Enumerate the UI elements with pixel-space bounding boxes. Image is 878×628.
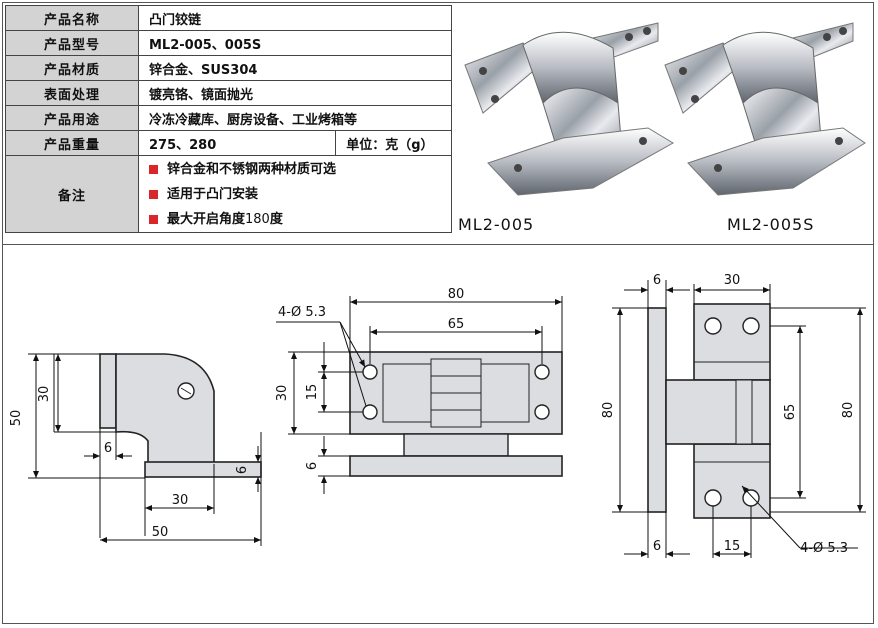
dim-top-length-80: 80 <box>601 402 616 419</box>
row-surface: 表面处理 镀亮铬、镜面抛光 <box>5 80 452 106</box>
mount-hole-icon <box>823 33 831 41</box>
dim-side-flange-30: 30 <box>37 386 52 403</box>
front-view-pocket <box>480 363 530 423</box>
dim-top-holes: 4-Ø 5.3 <box>800 541 848 556</box>
value-weight-unit: 单位：克（g） <box>335 130 452 156</box>
dim-side-width-30: 30 <box>172 493 189 508</box>
bullet-icon <box>149 214 158 224</box>
front-view-neck <box>403 433 509 457</box>
hinge-photo-ml2-005s <box>664 22 866 196</box>
product-photos <box>464 22 866 196</box>
dim-top-pitch-65: 65 <box>783 404 798 421</box>
mount-hole-icon <box>742 489 760 507</box>
value-material: 锌合金、SUS304 <box>138 55 452 81</box>
mount-hole-icon <box>714 164 722 172</box>
mount-hole-icon <box>534 364 550 380</box>
row-material: 产品材质 锌合金、SUS304 <box>5 55 452 81</box>
dim-front-holes: 4-Ø 5.3 <box>278 305 326 320</box>
top-view-pin <box>735 379 753 445</box>
photo-label-ml2-005: ML2-005 <box>458 215 535 234</box>
front-view-base <box>349 455 563 477</box>
bullet-icon <box>149 189 158 199</box>
label-name: 产品名称 <box>5 5 139 31</box>
bullet-icon <box>149 164 158 174</box>
remark-item: 适用于凸门安装 <box>149 182 441 207</box>
label-material: 产品材质 <box>5 55 139 81</box>
mount-hole-icon <box>839 27 847 35</box>
dim-side-thickness-6: 6 <box>104 441 112 456</box>
front-view-pocket <box>382 363 432 423</box>
technical-drawings: 50 30 6 6 30 50 80 65 30 15 6 4-Ø 5.3 30… <box>9 273 866 558</box>
remark-item: 锌合金和不锈钢两种材质可选 <box>149 157 441 182</box>
dim-top-pitch-15: 15 <box>724 539 741 554</box>
dim-side-height-50: 50 <box>9 410 24 427</box>
value-usage: 冷冻冷藏库、厨房设备、工业烤箱等 <box>138 105 452 131</box>
side-view-body <box>115 353 215 465</box>
mount-hole-icon <box>514 164 522 172</box>
mount-hole-icon <box>643 27 651 35</box>
mount-hole-icon <box>479 67 487 75</box>
mount-hole-icon <box>625 33 633 41</box>
spec-table: 产品名称 凸门铰链 产品型号 ML2-005、005S 产品材质 锌合金、SUS… <box>5 5 452 233</box>
mount-hole-icon <box>691 95 699 103</box>
dim-top-flange-6: 6 <box>653 273 661 288</box>
label-model: 产品型号 <box>5 30 139 56</box>
dim-front-base-6: 6 <box>305 462 320 470</box>
mount-hole-icon <box>679 67 687 75</box>
section-divider <box>2 244 874 245</box>
mount-hole-icon <box>704 317 722 335</box>
label-surface: 表面处理 <box>5 80 139 106</box>
top-view-flange <box>647 307 667 513</box>
mount-hole-icon <box>362 364 378 380</box>
row-model: 产品型号 ML2-005、005S <box>5 30 452 56</box>
dim-side-base-6: 6 <box>235 466 250 474</box>
top-view-knuckle <box>665 379 771 445</box>
value-model: ML2-005、005S <box>138 30 452 56</box>
photo-label-ml2-005s: ML2-005S <box>727 215 815 234</box>
mount-hole-icon <box>704 489 722 507</box>
row-name: 产品名称 凸门铰链 <box>5 5 452 31</box>
top-view-plate-upper <box>693 303 771 381</box>
value-surface: 镀亮铬、镜面抛光 <box>138 80 452 106</box>
dim-front-pitch-15: 15 <box>305 384 320 401</box>
mount-hole-icon <box>491 95 499 103</box>
top-view <box>612 280 866 558</box>
label-usage: 产品用途 <box>5 105 139 131</box>
mount-hole-icon <box>534 404 550 420</box>
label-remarks: 备注 <box>5 155 139 233</box>
dim-front-pitch-65: 65 <box>448 317 465 332</box>
top-view-plate-lower <box>693 443 771 519</box>
hinge-photo-ml2-005 <box>464 22 674 196</box>
dim-top-length-80b: 80 <box>841 402 856 419</box>
dim-front-length-80: 80 <box>448 287 465 302</box>
side-view <box>28 353 262 546</box>
mount-hole-icon <box>742 317 760 335</box>
mount-hole-icon <box>835 137 843 145</box>
value-weight: 275、280 <box>137 130 337 156</box>
mount-hole-icon <box>362 404 378 420</box>
dim-top-width-30: 30 <box>724 273 741 288</box>
row-usage: 产品用途 冷冻冷藏库、厨房设备、工业烤箱等 <box>5 105 452 131</box>
label-weight: 产品重量 <box>5 130 139 156</box>
mount-hole-icon <box>639 137 647 145</box>
dim-side-depth-50: 50 <box>152 525 169 540</box>
value-name: 凸门铰链 <box>138 5 452 31</box>
row-weight: 产品重量 275、280 单位：克（g） <box>5 130 452 156</box>
front-view <box>276 296 563 494</box>
dim-top-flange-6b: 6 <box>653 539 661 554</box>
dim-front-height-30: 30 <box>275 385 290 402</box>
side-view-flange <box>99 353 117 429</box>
